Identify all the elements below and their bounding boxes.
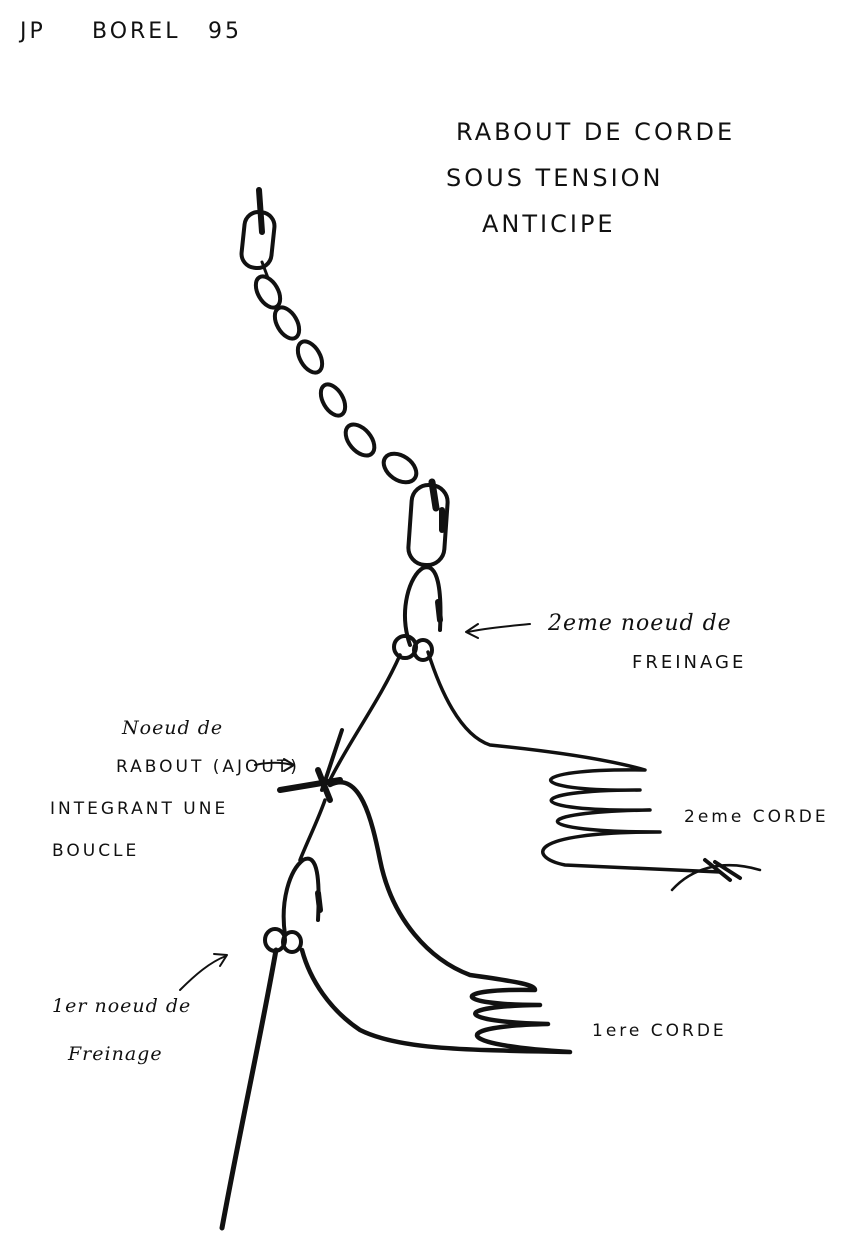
author-initials: JP [18,19,46,44]
label-rope-1: 1ere CORDE [592,1021,727,1041]
label-brake-knot-1: 1er noeud de Freinage [52,995,191,1065]
main-carabiner [406,478,450,568]
diagram-title: RABOUT DE CORDE SOUS TENSION ANTICIPE [446,118,735,238]
brake-carabiner-1 [263,798,327,954]
splice-knot-line-3: INTEGRANT UNE [50,799,228,819]
title-line-1: RABOUT DE CORDE [456,118,735,146]
arrow-brake-knot-2 [465,623,531,639]
brake-carabiner-2 [392,565,443,662]
splice-knot-line-1: Noeud de [121,717,223,739]
brake-knot-1-line-1: 1er noeud de [52,995,191,1017]
author-signature: JP BOREL 95 [18,19,242,44]
splice-knot-line-2: RABOUT (AJOUT) [116,757,300,777]
anchor-chain [253,260,419,485]
brake-knot-1-line-2: Freinage [67,1043,163,1065]
arrow-brake-knot-1 [179,953,228,991]
label-splice-knot: Noeud de RABOUT (AJOUT) INTEGRANT UNE BO… [50,717,300,861]
title-line-2: SOUS TENSION [446,164,664,192]
author-year: 95 [208,19,242,44]
brake-knot-2-line-2: FREINAGE [632,652,746,673]
brake-knot-2-line-1: 2eme noeud de [547,611,732,636]
anchor-carabiner [239,187,277,271]
author-surname: BOREL [92,19,180,44]
label-rope-2: 2eme CORDE [684,807,829,827]
splice-knot-line-4: BOUCLE [52,841,139,861]
rope-to-splice-knot [328,653,402,782]
label-brake-knot-2: 2eme noeud de FREINAGE [547,611,746,673]
title-line-3: ANTICIPE [482,210,616,238]
arrow-splice-knot [254,758,295,772]
rope-2-coils [426,650,762,892]
hanging-main-rope [219,947,279,1231]
rope-1-coils [299,780,573,1055]
splice-knot [277,728,344,803]
